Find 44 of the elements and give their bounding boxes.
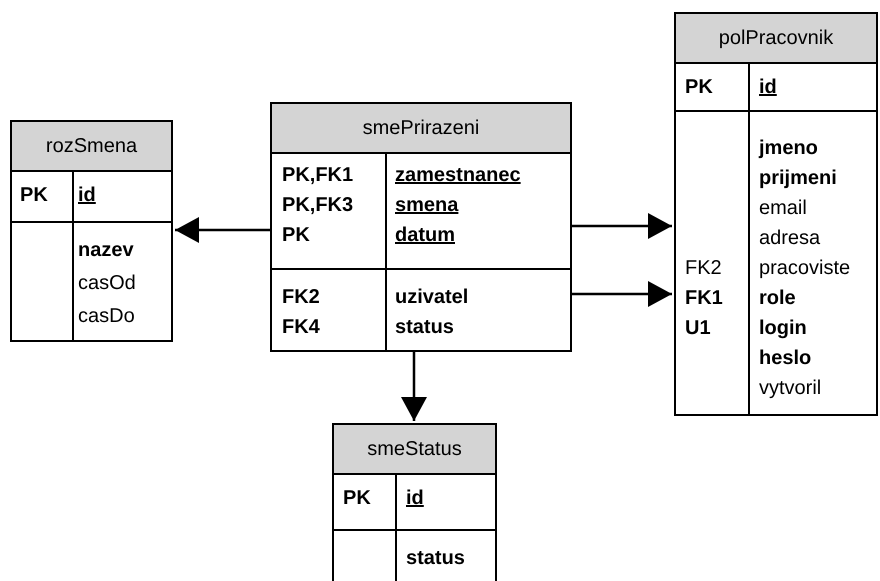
column-name: role: [759, 286, 796, 311]
table-name: smeStatus: [334, 425, 495, 475]
column-name: adresa: [759, 226, 820, 251]
column-name: id: [406, 486, 424, 511]
column-name: id: [78, 183, 96, 208]
relationship-arrow: [572, 281, 672, 307]
column-name: jmeno: [759, 136, 818, 161]
key-label: FK2: [685, 256, 722, 281]
table-name: smePrirazeni: [272, 104, 570, 154]
key-label: FK1: [685, 286, 723, 311]
column-name: login: [759, 316, 807, 341]
relationship-arrow: [175, 217, 270, 243]
key-label: PK,FK3: [282, 193, 354, 218]
column-name: zamestnanec: [395, 163, 521, 188]
relationship-arrow: [401, 352, 427, 421]
key-label: PK: [685, 75, 713, 100]
key-label: PK: [343, 486, 371, 511]
column-name: id: [759, 75, 777, 100]
column-name: casDo: [78, 304, 135, 328]
entity-table: [10, 120, 173, 342]
key-label: PK: [282, 223, 310, 248]
key-label: PK,FK1: [282, 163, 354, 188]
column-name: vytvoril: [759, 376, 822, 401]
column-name: nazev: [78, 238, 134, 262]
key-label: PK: [20, 183, 48, 208]
column-name: uzivatel: [395, 285, 468, 310]
column-name: email: [759, 196, 807, 221]
column-name: status: [406, 546, 465, 571]
column-name: smena: [395, 193, 458, 218]
column-name: status: [395, 315, 454, 340]
entity-table: [270, 102, 572, 352]
table-name: rozSmena: [12, 122, 171, 172]
column-name: prijmeni: [759, 166, 837, 191]
column-name: casOd: [78, 270, 136, 296]
key-label: FK4: [282, 315, 320, 340]
column-name: datum: [395, 223, 455, 248]
table-name: polPracovnik: [676, 14, 876, 64]
relationship-arrow: [572, 213, 672, 239]
column-name: heslo: [759, 346, 812, 371]
entity-table: [674, 12, 878, 416]
column-name: pracoviste: [759, 256, 850, 281]
key-label: FK2: [282, 285, 320, 310]
entity-table: [332, 423, 497, 581]
key-label: U1: [685, 316, 711, 341]
